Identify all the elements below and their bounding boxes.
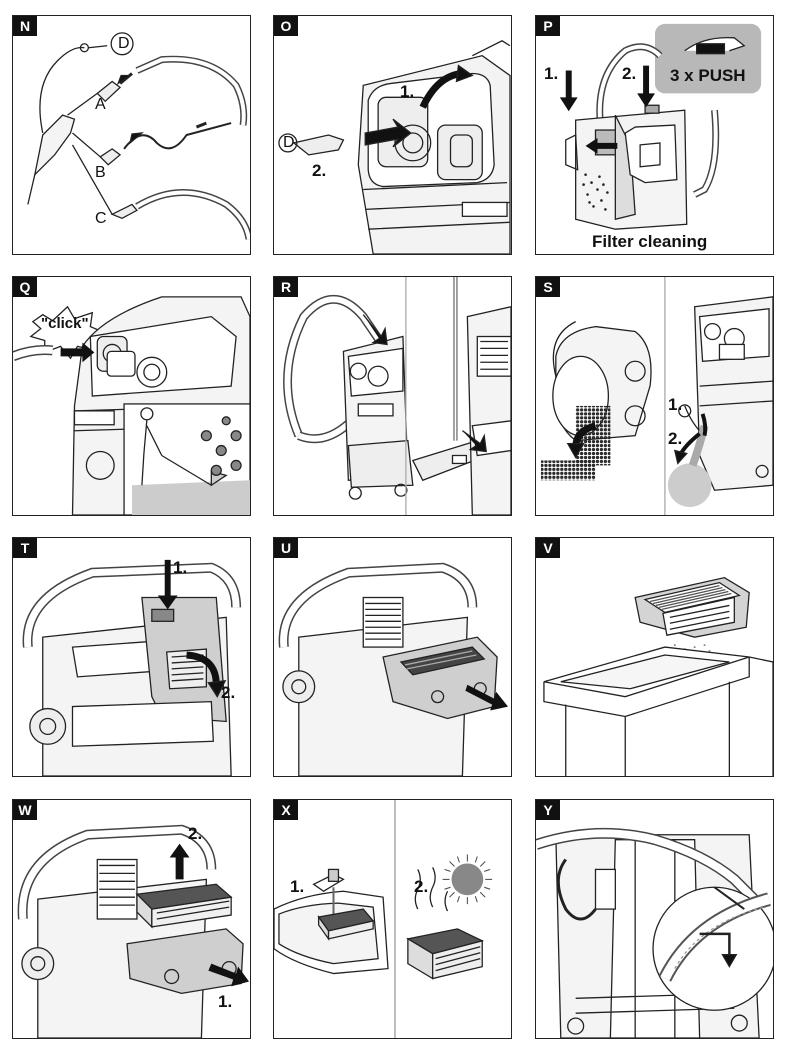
connect-accessory-illustration [278,40,511,254]
step-2-label: 2. [188,824,203,843]
step-2-label: 2. [312,161,327,180]
panel-letter: U [274,538,298,558]
panel-w: W 1. 2. [12,799,251,1039]
panel-t: T 1. 2. [12,537,251,777]
step-1-label: 1. [173,558,188,577]
panel-v: V [535,537,774,777]
panel-n: N D A B C [12,15,251,255]
hose-and-floor-nozzle-illustration [283,277,511,515]
panel-u: U [273,537,512,777]
click-sound-label: "click" [41,315,89,332]
panel-letter: Q [13,277,37,297]
filter-cleaning-diagram [559,23,762,230]
panel-letter: N [13,16,37,36]
push-count-label: 3 x PUSH [670,66,746,85]
step-2-label: 2. [668,429,683,448]
panel-letter: O [274,16,298,36]
accessory-connection-illustration [27,32,250,240]
step-1-label: 1. [400,82,415,101]
open-filter-cover-illustration [22,559,242,776]
panel-x: X 1. 2. [273,799,512,1039]
connector-c-label: C [95,210,107,227]
remove-filter-cassette-illustration [278,562,509,776]
panel-letter: Y [536,800,560,820]
panel-y: Y [535,799,774,1039]
connector-b-label: B [95,164,106,181]
panel-letter: R [274,277,298,297]
rinse-and-dry-filter-illustration [274,800,493,1038]
connector-d-label: D [283,134,295,151]
emptying-container-illustration [540,277,773,515]
panel-letter: T [13,538,37,558]
panel-letter: P [536,16,560,36]
connector-d-label: D [118,35,130,52]
step-1-label: 1. [290,877,305,896]
hose-click-illustration [13,296,250,515]
step-1-label: 1. [218,992,233,1011]
step-1-label: 1. [544,64,559,83]
panel-letter: V [536,538,560,558]
hose-storage-illustration [536,827,773,1038]
panel-s: S 1. 2. [535,276,774,516]
panel-r: R [273,276,512,516]
step-2-label: 2. [622,64,637,83]
step-1-label: 1. [668,395,683,414]
panel-letter: X [274,800,298,820]
filter-cleaning-caption: Filter cleaning [592,232,708,251]
panel-letter: S [536,277,560,297]
panel-q: Q "click" [12,276,251,516]
panel-p: P 1. 2. 3 x PUSH Filter cleaning [535,15,774,255]
connector-a-label: A [95,96,106,113]
panel-o: O 1. 2. D [273,15,512,255]
step-2-label: 2. [414,877,429,896]
panel-letter: W [13,800,37,820]
remove-flat-pleated-filter-illustration [17,824,250,1038]
knock-out-filter-illustration [543,576,773,776]
step-2-label: 2. [221,683,236,702]
